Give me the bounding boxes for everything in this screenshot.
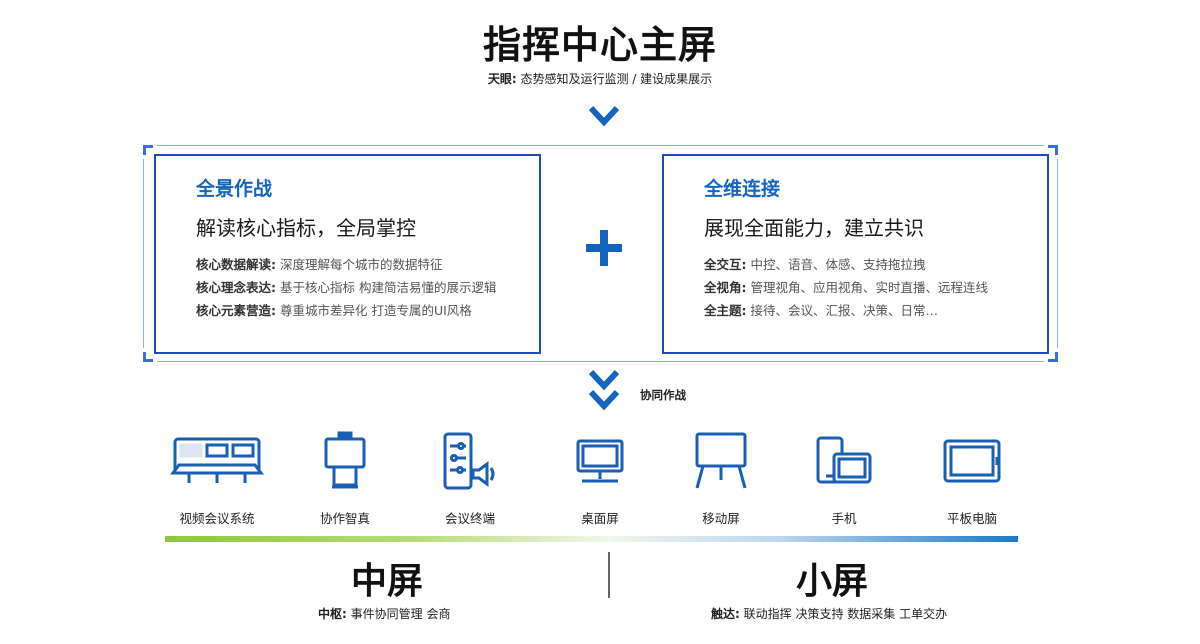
phone-icon (779, 428, 909, 494)
device-collaboration: 协作智真 (280, 428, 410, 527)
device-label: 协作智真 (319, 511, 370, 526)
mid-screen-title: 中屏 (350, 561, 423, 602)
tablet-icon (907, 428, 1037, 494)
collaboration-terminal-icon (280, 428, 410, 494)
list-item: 全视角: 管理视角、应用视角、实时直播、远程连线 (704, 280, 988, 295)
page-title: 指挥中心主屏 (482, 23, 717, 67)
main-frame (143, 145, 1058, 362)
device-mobile-screen: 移动屏 (656, 428, 786, 527)
panorama-combat-card: 全景作战 解读核心指标，全局掌控 核心数据解读: 深度理解每个城市的数据特征 核… (154, 154, 541, 354)
desktop-screen-icon (535, 428, 665, 494)
list-item: 核心理念表达: 基于核心指标 构建简洁易懂的展示逻辑 (196, 280, 497, 295)
subtitle-key: 天眼: (487, 72, 517, 86)
device-label: 会议终端 (444, 511, 495, 526)
device-tablet: 平板电脑 (907, 428, 1037, 527)
device-label: 移动屏 (702, 511, 740, 526)
card-title: 全景作战 (196, 178, 273, 200)
card-subtitle: 展现全面能力，建立共识 (704, 216, 924, 240)
small-screen-desc: 触达: 联动指挥 决策支持 数据采集 工单交办 (711, 607, 948, 621)
collab-label: 协同作战 (640, 388, 686, 402)
small-screen-title: 小屏 (795, 561, 868, 602)
card-subtitle: 解读核心指标，全局掌控 (196, 216, 416, 240)
device-label: 视频会议系统 (179, 511, 255, 526)
device-desktop-screen: 桌面屏 (535, 428, 665, 527)
device-video-conference: 视频会议系统 (152, 428, 282, 527)
meeting-terminal-icon (405, 428, 535, 494)
device-label: 手机 (831, 511, 857, 526)
card-title: 全维连接 (704, 178, 781, 200)
full-connection-card: 全维连接 展现全面能力，建立共识 全交互: 中控、语音、体感、支持拖拉拽 全视角… (662, 154, 1049, 354)
subtitle-value: 态势感知及运行监测 / 建设成果展示 (520, 72, 713, 86)
gradient-bar (165, 536, 1018, 542)
double-chevron-down-icon (589, 368, 619, 414)
mobile-screen-icon (656, 428, 786, 494)
list-item: 全主题: 接待、会议、汇报、决策、日常… (704, 303, 938, 318)
device-phone: 手机 (779, 428, 909, 527)
mid-screen-desc: 中枢: 事件协同管理 会商 (318, 607, 451, 621)
page-subtitle: 天眼: 态势感知及运行监测 / 建设成果展示 (0, 70, 1200, 87)
list-item: 核心元素营造: 尊重城市差异化 打造专属的UI风格 (196, 303, 472, 318)
device-meeting-terminal: 会议终端 (405, 428, 535, 527)
device-label: 桌面屏 (581, 511, 619, 526)
list-item: 全交互: 中控、语音、体感、支持拖拉拽 (704, 257, 926, 272)
plus-icon (586, 230, 622, 266)
chevron-down-icon (589, 104, 619, 128)
video-conference-icon (152, 428, 282, 494)
divider (608, 552, 610, 598)
device-label: 平板电脑 (946, 511, 997, 526)
list-item: 核心数据解读: 深度理解每个城市的数据特征 (196, 257, 443, 272)
